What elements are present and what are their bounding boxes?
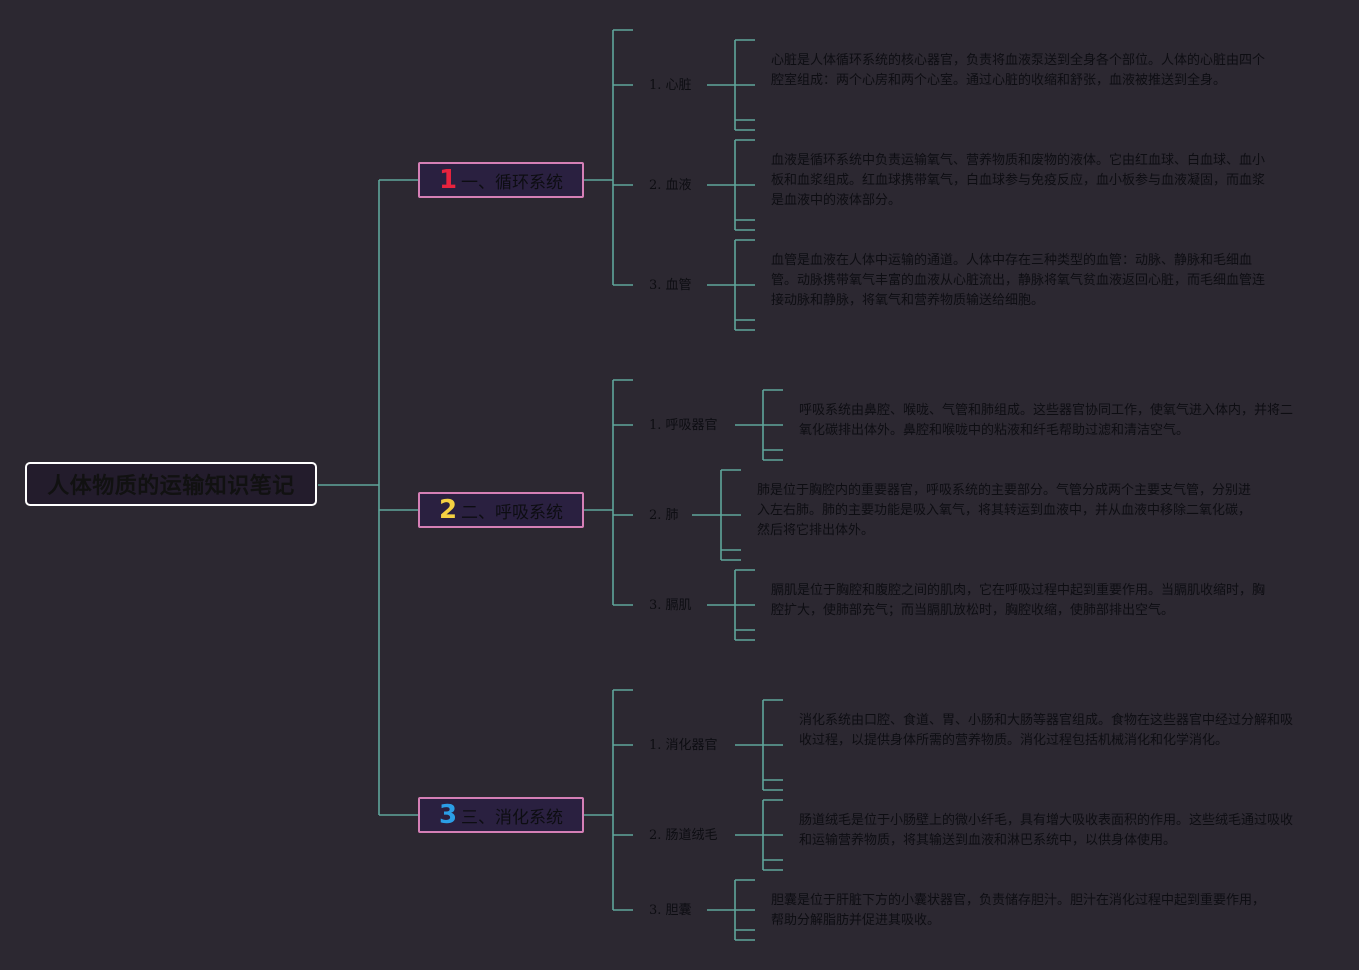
note-intestinal-villi: 肠道绒毛是位于小肠壁上的微小纤毛，具有增大吸收表面积的作用。这些绒毛通过吸收和运… — [799, 813, 1294, 848]
branch-digestive-system[interactable]: 3 三、消化系统 — [418, 797, 584, 833]
subtopic-diaphragm[interactable]: 3. 膈肌 — [649, 598, 692, 613]
branch-circulatory-system[interactable]: 1 一、循环系统 — [418, 162, 584, 198]
subtopic-blood[interactable]: 2. 血液 — [649, 178, 692, 193]
note-diaphragm: 膈肌是位于胸腔和腹腔之间的肌肉，它在呼吸过程中起到重要作用。当膈肌收缩时，胸腔扩… — [771, 583, 1266, 618]
subtopic-lungs[interactable]: 2. 肺 — [649, 508, 679, 523]
branch-number-3: 3 — [438, 800, 458, 830]
branch-number-1: 1 — [438, 165, 458, 195]
branch-respiratory-system[interactable]: 2 二、呼吸系统 — [418, 492, 584, 528]
subtopic-gallbladder[interactable]: 3. 胆囊 — [649, 903, 692, 918]
subtopic-respiratory-organs[interactable]: 1. 呼吸器官 — [649, 418, 718, 433]
subtopic-vessels[interactable]: 3. 血管 — [649, 278, 692, 293]
branch-number-2: 2 — [438, 495, 458, 525]
subtopic-intestinal-villi[interactable]: 2. 肠道绒毛 — [649, 828, 718, 843]
subtopic-heart[interactable]: 1. 心脏 — [649, 78, 692, 93]
note-respiratory-organs: 呼吸系统由鼻腔、喉咙、气管和肺组成。这些器官协同工作，使氧气进入体内，并将二氧化… — [799, 403, 1294, 438]
note-vessels: 血管是血液在人体中运输的通道。人体中存在三种类型的血管：动脉、静脉和毛细血管。动… — [771, 253, 1266, 308]
branch-label: 一、循环系统 — [461, 172, 564, 193]
branch-label: 三、消化系统 — [461, 807, 564, 828]
branch-label: 二、呼吸系统 — [461, 502, 564, 523]
note-heart: 心脏是人体循环系统的核心器官，负责将血液泵送到全身各个部位。人体的心脏由四个腔室… — [771, 53, 1266, 88]
root-title: 人体物质的运输知识笔记 — [47, 474, 295, 499]
root-topic[interactable]: 人体物质的运输知识笔记 — [25, 462, 317, 506]
note-digestive-organs: 消化系统由口腔、食道、胃、小肠和大肠等器官组成。食物在这些器官中经过分解和吸收过… — [799, 713, 1294, 748]
note-blood: 血液是循环系统中负责运输氧气、营养物质和废物的液体。它由红血球、白血球、血小板和… — [771, 153, 1266, 208]
note-lungs: 肺是位于胸腔内的重要器官，呼吸系统的主要部分。气管分成两个主要支气管，分别进入左… — [757, 483, 1252, 538]
note-gallbladder: 胆囊是位于肝脏下方的小囊状器官，负责储存胆汁。胆汁在消化过程中起到重要作用，帮助… — [771, 893, 1266, 928]
subtopic-digestive-organs[interactable]: 1. 消化器官 — [649, 738, 718, 753]
